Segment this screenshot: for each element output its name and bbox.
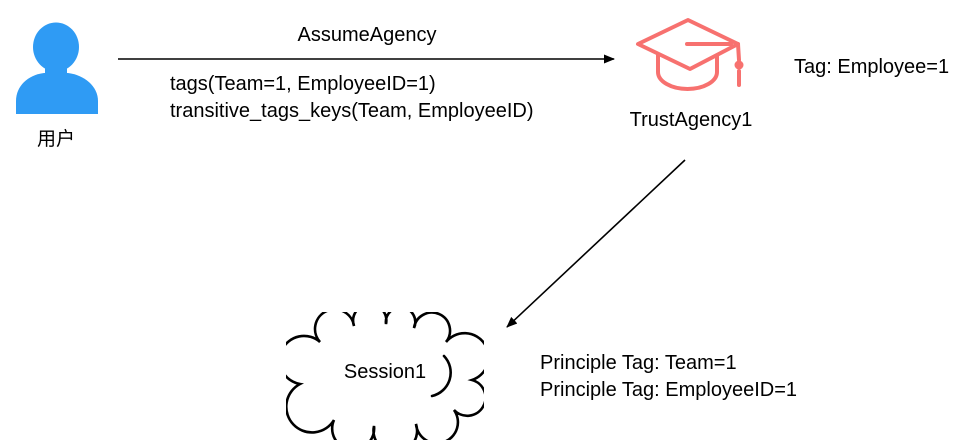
tassel-knot	[734, 60, 744, 70]
person-neck	[45, 56, 67, 78]
principle-tag-team: Principle Tag: Team=1	[540, 352, 737, 374]
tags-param-line: tags(Team=1, EmployeeID=1)	[170, 73, 436, 95]
trust-agency-label: TrustAgency1	[629, 109, 753, 131]
agency-to-session-arrow	[506, 159, 686, 328]
agency-tag-text: Tag: Employee=1	[794, 56, 950, 78]
session-principle-tags: Principle Tag: Team=1 Principle Tag: Emp…	[540, 350, 797, 404]
assume-agency-title: AssumeAgency	[297, 24, 437, 46]
person-shoulders	[16, 73, 98, 114]
cloud-outline	[286, 312, 484, 440]
actor-label: 用户	[36, 129, 75, 150]
assume-agency-params: tags(Team=1, EmployeeID=1) transitive_ta…	[170, 71, 533, 125]
person-head	[33, 22, 79, 72]
principle-tag-employee-id: Principle Tag: EmployeeID=1	[540, 379, 797, 401]
cap-base	[656, 48, 719, 91]
transitive-tags-param-line: transitive_tags_keys(Team, EmployeeID)	[170, 100, 534, 122]
cloud-inner-arc	[430, 354, 452, 398]
session-label: Session1	[343, 361, 427, 383]
graduation-cap-icon	[636, 18, 744, 91]
session-cloud-icon	[286, 312, 484, 440]
user-person-icon	[16, 22, 98, 114]
tassel-cord	[736, 42, 741, 62]
